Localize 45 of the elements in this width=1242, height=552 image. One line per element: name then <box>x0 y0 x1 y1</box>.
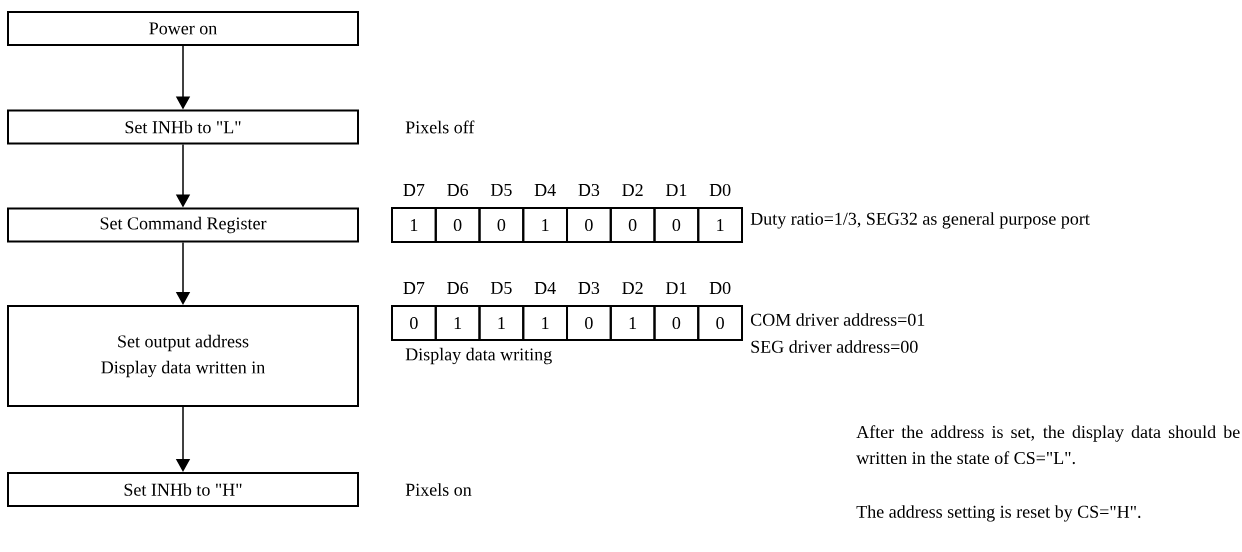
bit-label: D3 <box>578 183 600 197</box>
bit-label: D4 <box>534 184 556 196</box>
bit-label: D1 <box>665 282 687 294</box>
register-cell: 0 <box>609 207 656 243</box>
side-note: Pixels off <box>405 120 475 134</box>
bit-label: D4 <box>534 282 556 294</box>
process-box: Set output address Display data written in <box>7 305 359 407</box>
note-text: SEG driver address=00 <box>751 340 918 353</box>
bit-label: D7 <box>403 184 425 196</box>
bit-label: D5 <box>490 282 512 294</box>
bit-label: D0 <box>709 281 731 295</box>
process-box: Power on <box>7 11 359 46</box>
register-cell: 0 <box>566 305 612 341</box>
register-cell: 1 <box>522 207 568 243</box>
register-cell: 0 <box>478 207 525 243</box>
note-text: COM driver address=01 <box>750 313 925 326</box>
register-cell: 0 <box>566 207 612 243</box>
bit-label: D0 <box>709 183 731 197</box>
register-cell: 1 <box>434 305 481 341</box>
process-box: Set Command Register <box>7 207 359 243</box>
register-cell: 1 <box>522 305 568 341</box>
bit-label: D3 <box>578 281 600 295</box>
bit-label: D2 <box>622 184 643 196</box>
process-box: Set INHb to "H" <box>7 472 359 507</box>
note-text: Duty ratio=1/3, SEG32 as general purpose port <box>750 212 1090 229</box>
register-cell: 0 <box>653 207 700 243</box>
bit-label: D1 <box>665 184 687 196</box>
note-text: The address setting is reset by CS="H". <box>856 505 1141 522</box>
side-note: Pixels on <box>405 483 472 496</box>
register-cell: 0 <box>434 207 481 243</box>
note-text: After the address is set, the display data should be written in the state of CS="L". <box>856 425 1240 465</box>
bit-label: D7 <box>403 282 425 294</box>
side-note: Display data writing <box>405 347 552 365</box>
bit-label: D5 <box>490 184 512 196</box>
register-cell: 1 <box>609 305 656 341</box>
register-cell: 0 <box>653 305 700 341</box>
register-cell: 1 <box>478 305 525 341</box>
bit-label: D2 <box>622 282 643 294</box>
register-cell: 1 <box>391 207 437 243</box>
register-cell: 0 <box>391 305 437 341</box>
bit-label: D6 <box>447 183 469 197</box>
register-cell: 1 <box>697 207 743 243</box>
register-cell: 0 <box>697 305 743 341</box>
bit-label: D6 <box>447 281 469 295</box>
process-box: Set INHb to "L" <box>7 109 359 145</box>
